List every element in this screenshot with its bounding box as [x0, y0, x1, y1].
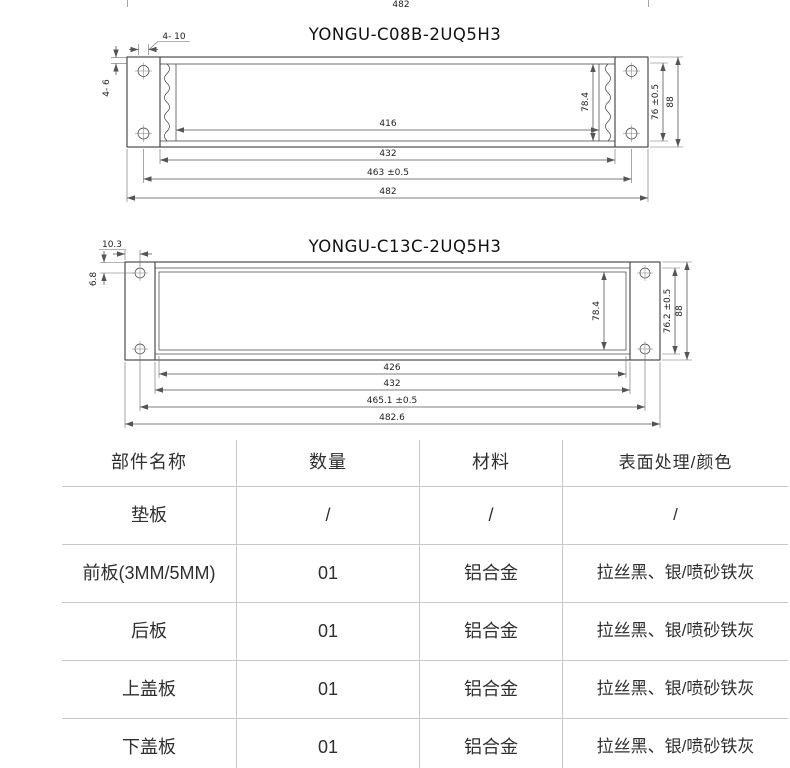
cell-finish-color: 拉丝黑、银/喷砂铁灰: [596, 679, 755, 699]
dim-text: 432: [379, 149, 396, 159]
dim-text-holes: 4- 10: [162, 32, 186, 42]
dim-text: 482.6: [379, 413, 405, 423]
dim-text: 465.1 ±0.5: [367, 396, 417, 406]
cell-quantity: 01: [237, 603, 420, 660]
dim-text: 78.4: [581, 92, 591, 112]
dim-body-width: 432: [154, 362, 631, 394]
cell-material: /: [420, 487, 563, 544]
cell-material: 铝合金: [420, 661, 563, 718]
cell-finish-color: 拉丝黑、银/喷砂铁灰: [596, 737, 755, 757]
dim-mid-height: 76.2 ±0.5: [662, 267, 680, 355]
dim-overall-height: 88: [662, 261, 692, 361]
dim-hole-span: 463 ±0.5: [143, 149, 632, 183]
mounting-hole: [623, 62, 640, 80]
panel-outline: [124, 261, 661, 361]
dim-inner-height: 78.4: [592, 272, 607, 350]
table-row: 后板 01 铝合金 拉丝黑、银/喷砂铁灰: [62, 603, 788, 661]
dim-text: 432: [383, 379, 400, 389]
mounting-hole: [135, 62, 152, 80]
dim-text: 88: [666, 96, 676, 108]
parts-spec-table: 部件名称 数量 材料 表面处理/颜色 垫板 / / / 前板(3MM/5MM) …: [62, 440, 788, 768]
dim-text: 78.4: [592, 301, 602, 321]
dim-text: 482: [379, 187, 396, 197]
drawing-c13c: YONGU-C13C-2UQ5H3: [89, 237, 692, 428]
dim-inner-width: 426: [158, 356, 627, 378]
cell-part-name: 下盖板: [62, 719, 237, 768]
technical-drawings: 482 YONGU-C08B-2UQ5H3: [89, 0, 692, 428]
cell-quantity: 01: [237, 545, 420, 602]
cropped-top-dimension: 482: [127, 0, 649, 10]
table-header-row: 部件名称 数量 材料 表面处理/颜色: [62, 440, 788, 487]
header-finish-color: 表面处理/颜色: [618, 452, 733, 472]
cell-quantity: 01: [237, 661, 420, 718]
header-material: 材料: [420, 440, 563, 486]
table-row: 前板(3MM/5MM) 01 铝合金 拉丝黑、银/喷砂铁灰: [62, 545, 788, 603]
cell-part-name: 后板: [62, 603, 237, 660]
dim-text: 6.8: [89, 272, 99, 287]
dim-mid-height: 76 ±0.5: [650, 62, 668, 142]
cell-part-name: 前板(3MM/5MM): [62, 545, 237, 602]
cell-finish-color: 拉丝黑、银/喷砂铁灰: [596, 621, 755, 641]
drawing-c08b: YONGU-C08B-2UQ5H3: [102, 25, 683, 202]
mounting-hole: [623, 125, 640, 142]
dim-text: 10.3: [102, 240, 122, 250]
mounting-hole: [637, 265, 653, 281]
dim-inner-height: 78.4: [581, 64, 596, 141]
table-row: 下盖板 01 铝合金 拉丝黑、银/喷砂铁灰: [62, 719, 788, 768]
table-row: 上盖板 01 铝合金 拉丝黑、银/喷砂铁灰: [62, 661, 788, 719]
mounting-hole: [135, 125, 152, 142]
cell-part-name: 垫板: [62, 487, 237, 544]
dim-text: 426: [383, 363, 400, 373]
dim-text: 88: [675, 305, 685, 317]
dim-overall-width: 482: [126, 149, 649, 202]
dim-hole-callout: 4- 10: [129, 32, 190, 55]
dim-edge-offset-h: 10.3: [99, 240, 152, 266]
dim-hole-span: 465.1 ±0.5: [139, 356, 646, 411]
drawing-title: YONGU-C08B-2UQ5H3: [308, 25, 502, 44]
dim-inner-width: 416: [176, 119, 599, 133]
dim-text: 76 ±0.5: [651, 84, 661, 120]
panel-outline: [126, 56, 649, 148]
cell-finish-color: /: [673, 505, 678, 525]
cell-finish-color: 拉丝黑、银/喷砂铁灰: [596, 563, 755, 583]
dim-left-edge: 4- 6: [102, 46, 127, 97]
dim-text-edge: 4- 6: [102, 79, 112, 97]
mounting-hole: [132, 341, 148, 357]
dim-text-cropped: 482: [392, 0, 409, 10]
cell-quantity: /: [237, 487, 420, 544]
dim-text: 416: [379, 119, 396, 129]
mounting-hole: [132, 265, 148, 281]
dim-text: 463 ±0.5: [367, 168, 409, 178]
cell-material: 铝合金: [420, 603, 563, 660]
dim-edge-offset-v: 6.8: [89, 251, 134, 286]
header-part-name: 部件名称: [62, 440, 237, 486]
dim-overall-height: 88: [650, 56, 683, 148]
cell-material: 铝合金: [420, 545, 563, 602]
dim-text: 76.2 ±0.5: [663, 289, 673, 334]
dim-overall-width: 482.6: [124, 362, 661, 428]
drawing-title: YONGU-C13C-2UQ5H3: [308, 237, 502, 256]
header-quantity: 数量: [237, 440, 420, 486]
cell-material: 铝合金: [420, 719, 563, 768]
cell-quantity: 01: [237, 719, 420, 768]
cell-part-name: 上盖板: [62, 661, 237, 718]
mounting-hole: [637, 341, 653, 357]
table-row: 垫板 / / /: [62, 487, 788, 545]
dim-body-width: 432: [159, 149, 616, 164]
